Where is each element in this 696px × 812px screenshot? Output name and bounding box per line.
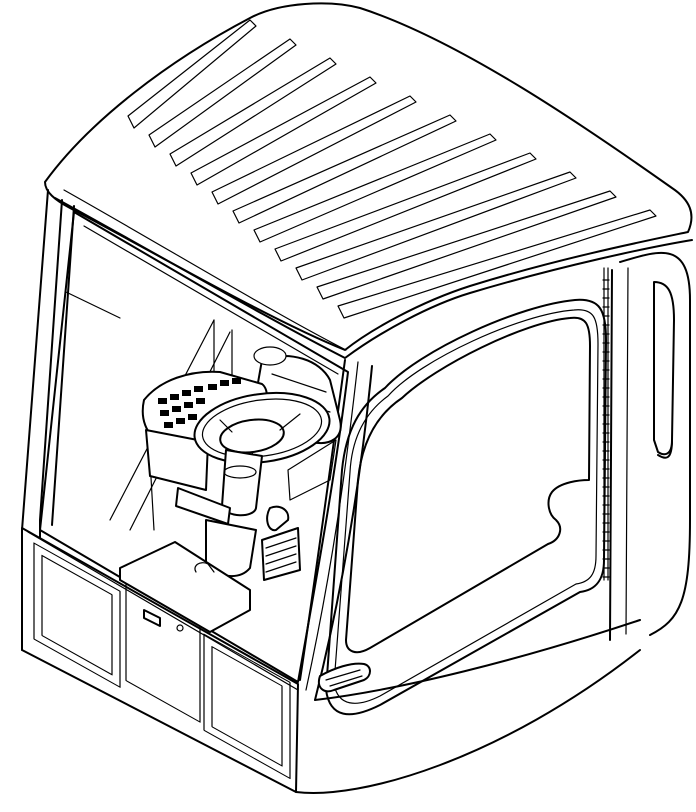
interior — [109, 319, 342, 633]
console-button — [220, 380, 229, 386]
rear-corner-inner — [625, 267, 629, 635]
door-handle — [318, 662, 371, 693]
cab-frame — [21, 189, 691, 794]
left-front-pillar-edge — [51, 205, 75, 526]
panel-left-inner — [41, 554, 113, 676]
joystick — [266, 505, 290, 532]
floor-plate — [119, 541, 251, 633]
door-outline — [325, 298, 607, 716]
side-lower-edge — [314, 619, 641, 701]
roof-panel — [44, 2, 693, 351]
roof-front-edge — [54, 197, 693, 359]
front-window-frame-inner — [65, 225, 339, 375]
console-button — [172, 406, 181, 412]
console-button — [208, 384, 217, 390]
console-button — [182, 390, 191, 396]
door — [318, 267, 610, 716]
steering-column — [221, 449, 263, 517]
door-window — [345, 316, 591, 654]
roof-rib — [316, 190, 617, 300]
lower-front-panel-ledge — [27, 531, 299, 691]
right-armrest — [287, 439, 337, 501]
roof-rib — [253, 133, 497, 243]
console-button — [164, 422, 173, 428]
front-window-frame — [39, 211, 349, 683]
console-buttons — [158, 378, 241, 428]
left-front-pillar-inner — [39, 199, 63, 541]
panel-right-inner — [211, 646, 283, 767]
console-button — [184, 402, 193, 408]
console-button — [232, 378, 241, 384]
roof — [44, 2, 693, 359]
roof-ribs — [127, 19, 657, 319]
door-hinge-ticks — [602, 279, 610, 578]
roof-rib — [169, 57, 337, 167]
door-seal — [333, 309, 599, 704]
roof-inner-edge — [63, 189, 347, 351]
right-front-pillar-outer — [314, 365, 373, 701]
console-button — [176, 418, 185, 424]
console-button — [194, 386, 203, 392]
lower-panel-latch — [143, 609, 161, 627]
roof-rib — [148, 38, 297, 148]
panel-left-outline — [33, 542, 121, 688]
console-lower — [145, 429, 209, 491]
roof-rib — [337, 209, 657, 319]
roof-rib — [295, 171, 577, 281]
steering-column-ring — [223, 465, 257, 479]
steering-hub — [219, 418, 285, 454]
seat-headrest — [253, 346, 287, 366]
rear-side-window — [653, 281, 675, 456]
steering-wheel-inner — [201, 398, 323, 458]
side-bottom-edge — [295, 649, 641, 794]
roof-rib — [232, 114, 457, 224]
rear-corner — [619, 251, 691, 636]
console-button — [158, 398, 167, 404]
panel-right-outline — [203, 633, 291, 780]
pedal — [194, 562, 215, 573]
console-button — [188, 414, 197, 420]
roof-rib — [274, 152, 537, 262]
right-front-pillar-inner — [305, 361, 359, 691]
latch-screw — [176, 624, 184, 632]
right-control-box — [261, 527, 301, 581]
console-button — [170, 394, 179, 400]
right-control-vents — [265, 537, 297, 573]
column-bracket — [175, 487, 231, 525]
roof-rib — [190, 76, 377, 186]
roof-rib — [211, 95, 417, 205]
rear-pillar — [609, 269, 613, 641]
console-button — [160, 410, 169, 416]
console-button — [196, 398, 205, 404]
roof-rib — [127, 19, 257, 129]
door-handle-detail — [325, 669, 363, 687]
